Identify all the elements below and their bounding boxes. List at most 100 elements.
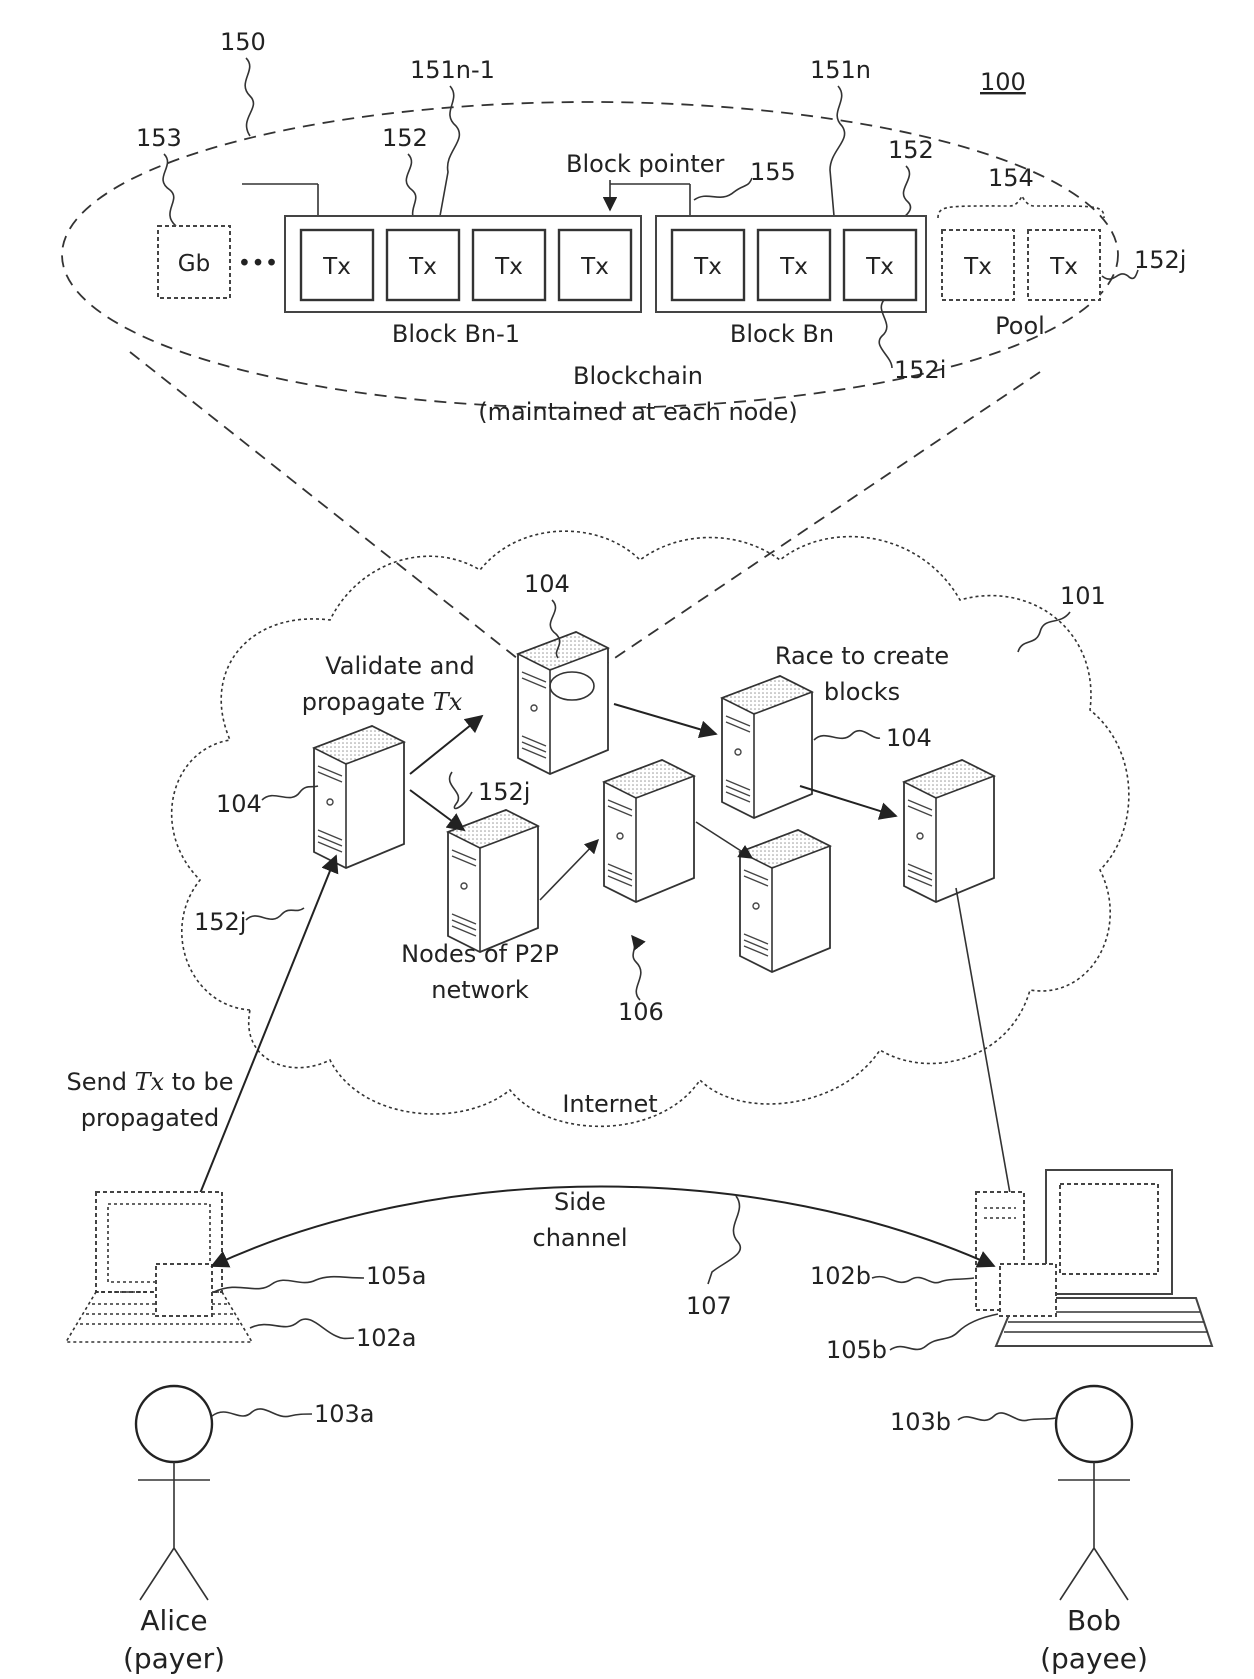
ref-151n: 151n xyxy=(810,56,871,84)
ref-153: 153 xyxy=(136,124,182,152)
node-server-left xyxy=(314,726,404,868)
wallet-105a xyxy=(156,1264,212,1316)
ref-151n-1: 151n-1 xyxy=(410,56,495,84)
leader-107 xyxy=(708,1196,740,1284)
internet-cloud: 101 104 Validate and propagate Tx Race t… xyxy=(172,531,1129,1126)
alice-role: (payer) xyxy=(123,1642,225,1675)
ref-152j-left: 152j xyxy=(194,908,246,936)
leader-102a xyxy=(250,1319,354,1338)
ref-103b: 103b xyxy=(890,1408,951,1436)
validate-label-2b: Tx xyxy=(433,688,463,716)
ref-101: 101 xyxy=(1060,582,1106,610)
tx-label: Tx xyxy=(322,254,351,280)
ref-105a: 105a xyxy=(366,1262,427,1290)
bob-body xyxy=(1058,1462,1130,1600)
tx-label: Tx xyxy=(408,254,437,280)
side-channel-label-2: channel xyxy=(533,1224,628,1252)
leader-103a xyxy=(212,1409,312,1417)
zoom-line-left xyxy=(130,352,532,670)
link-center-bottom xyxy=(696,822,752,858)
race-label-1: Race to create xyxy=(775,642,949,670)
block-bn-1-label: Block Bn-1 xyxy=(392,320,520,348)
ref-107: 107 xyxy=(686,1292,732,1320)
bob-figure xyxy=(1056,1386,1132,1600)
ref-103a: 103a xyxy=(314,1400,375,1428)
node-server-center xyxy=(604,760,694,902)
ref-104-right: 104 xyxy=(886,724,932,752)
internet-label: Internet xyxy=(562,1090,657,1118)
leader-104-right xyxy=(814,731,880,740)
nodes-label-1: Nodes of P2P xyxy=(401,940,559,968)
bob-name: Bob xyxy=(1067,1604,1121,1637)
tx-label: Tx xyxy=(580,254,609,280)
pool-brace xyxy=(938,196,1104,218)
leader-155 xyxy=(694,178,752,200)
pool-label: Pool xyxy=(995,312,1045,340)
ref-104-top: 104 xyxy=(524,570,570,598)
send-label-1a: Send xyxy=(67,1068,135,1096)
tx-label: Tx xyxy=(865,254,894,280)
validate-label-2: propagate Tx xyxy=(302,688,463,716)
ref-152j-top: 152j xyxy=(1134,246,1186,274)
node-server-race xyxy=(722,676,812,818)
leader-153 xyxy=(163,154,176,226)
alice-figure xyxy=(136,1386,212,1600)
leader-152j-top xyxy=(1102,270,1138,279)
send-label-2: propagated xyxy=(81,1104,220,1132)
block-bn-label: Block Bn xyxy=(730,320,834,348)
alice-name: Alice xyxy=(140,1604,207,1637)
leader-151n xyxy=(830,86,845,216)
side-channel-label-1: Side xyxy=(554,1188,606,1216)
leader-150 xyxy=(245,58,253,136)
block-link-left xyxy=(242,184,318,216)
blockchain-view: 150 151n-1 151n 100 153 152 152 Block po… xyxy=(62,28,1186,426)
leader-152j-left xyxy=(246,908,304,920)
block-pointer-label: Block pointer xyxy=(566,150,725,178)
nodes-label-2: network xyxy=(431,976,529,1004)
bob-head xyxy=(1056,1386,1132,1462)
send-label-1b: Tx xyxy=(135,1068,165,1096)
tx-label: Tx xyxy=(494,254,523,280)
ref-102b: 102b xyxy=(810,1262,871,1290)
blockchain-subtitle: (maintained at each node) xyxy=(478,398,797,426)
alice-head xyxy=(136,1386,212,1462)
ref-152-b: 152 xyxy=(888,136,934,164)
link-lower-center xyxy=(540,840,598,900)
propagate-arrow-far-right xyxy=(800,786,896,816)
blockchain-title: Blockchain xyxy=(573,362,703,390)
leader-105a xyxy=(214,1277,364,1292)
alice-body xyxy=(138,1462,210,1600)
wallet-105b xyxy=(1000,1264,1056,1316)
send-label-1c: to be xyxy=(164,1068,233,1096)
ref-102a: 102a xyxy=(356,1324,417,1352)
node-server-far-right xyxy=(904,760,994,902)
node-server-top xyxy=(518,632,608,774)
bob-desktop xyxy=(976,1170,1212,1346)
send-label-1: Send Tx to be xyxy=(67,1068,234,1096)
ref-154: 154 xyxy=(988,164,1034,192)
node-server-lower xyxy=(448,810,538,952)
validate-label-2a: propagate xyxy=(302,688,433,716)
validate-label-1: Validate and xyxy=(325,652,475,680)
desktop-screen xyxy=(1060,1184,1158,1274)
block-link-right xyxy=(610,184,690,216)
tx-label: Tx xyxy=(1049,254,1078,280)
leader-105b xyxy=(890,1314,998,1350)
leader-151n-1 xyxy=(440,86,459,216)
node-server-bottom-right xyxy=(740,830,830,972)
tx-label: Tx xyxy=(779,254,808,280)
propagate-arrow-down xyxy=(410,790,464,830)
propagate-arrow-race xyxy=(614,704,716,734)
ref-152j-mid: 152j xyxy=(478,778,530,806)
ref-155: 155 xyxy=(750,158,796,186)
bob-role: (payee) xyxy=(1040,1642,1148,1675)
ref-105b: 105b xyxy=(826,1336,887,1364)
leader-103b xyxy=(958,1413,1056,1421)
leader-106-arrow xyxy=(632,936,641,1000)
leader-152j-mid xyxy=(450,772,472,808)
alice-laptop xyxy=(66,1192,252,1342)
leader-104-left xyxy=(262,786,318,800)
ref-106: 106 xyxy=(618,998,664,1026)
